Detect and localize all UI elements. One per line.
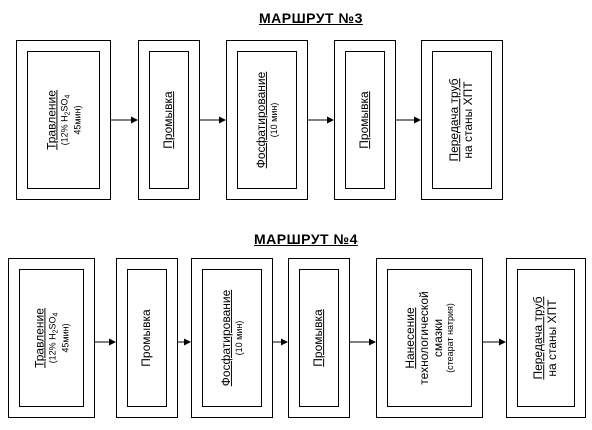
route4-step-etching: Травление (12% H2SO4 45мин) [8, 258, 95, 418]
route3-step-etching: Травление (12% H2SO4 45мин) [16, 40, 111, 200]
route4-step-rinse-1: Промывка [116, 258, 178, 418]
route4-step-phosphating: Фосфатирование (10 мин) [191, 258, 273, 418]
route3-step-rinse-2: Промывка [334, 40, 396, 200]
route4-step-transfer: Передача труб на станы ХПТ [506, 258, 586, 418]
route3-step-transfer: Передача труб на станы ХПТ [421, 40, 503, 200]
route3-step-phosphating: Фосфатирование (10 мин) [226, 40, 308, 200]
route4-title: МАРШРУТ №4 [254, 231, 358, 247]
route3-title: МАРШРУТ №3 [259, 10, 363, 26]
route4-step-rinse-2: Промывка [288, 258, 350, 418]
route3-step-rinse-1: Промывка [138, 40, 200, 200]
route4-step-lubrication: Нанесение технологической смазки (стеара… [376, 258, 483, 418]
